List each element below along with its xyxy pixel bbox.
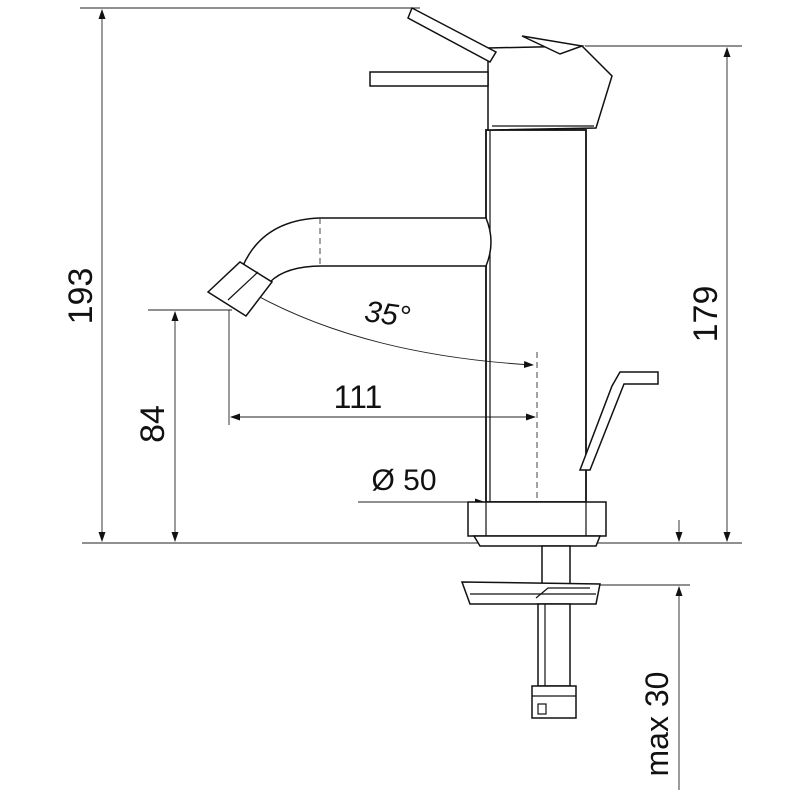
hub-cap [521, 35, 585, 55]
spout-height-label: 84 [134, 405, 172, 443]
nut-slot [537, 703, 547, 715]
faucet-outline [206, 6, 659, 719]
mounting-washer [460, 581, 601, 605]
base-gasket [472, 535, 602, 547]
base-diameter-label: Ø 50 [371, 464, 436, 497]
spout-reach-label: 111 [334, 379, 383, 415]
lever-front [369, 71, 489, 87]
bottom-nut [531, 685, 577, 719]
faucet-body [485, 129, 587, 503]
threaded-rod [537, 603, 571, 687]
dimension-labels: 193 179 84 111 35° Ø 50 max 30 [62, 268, 725, 777]
popup-lever [578, 371, 659, 471]
spout-angle-label: 35° [363, 295, 413, 334]
spout-tube [241, 217, 492, 283]
base-ring [467, 501, 607, 537]
washer-detail [535, 587, 590, 599]
body-height-label: 179 [687, 286, 725, 343]
handle-hub [487, 45, 613, 131]
overall-height-label: 193 [62, 268, 100, 325]
dimension-lines [80, 7, 742, 790]
max-thickness-label: max 30 [639, 672, 675, 777]
aerator-line [227, 271, 259, 301]
lever-top [407, 6, 498, 63]
angle-arc [246, 289, 534, 368]
shank-upper [541, 545, 571, 587]
